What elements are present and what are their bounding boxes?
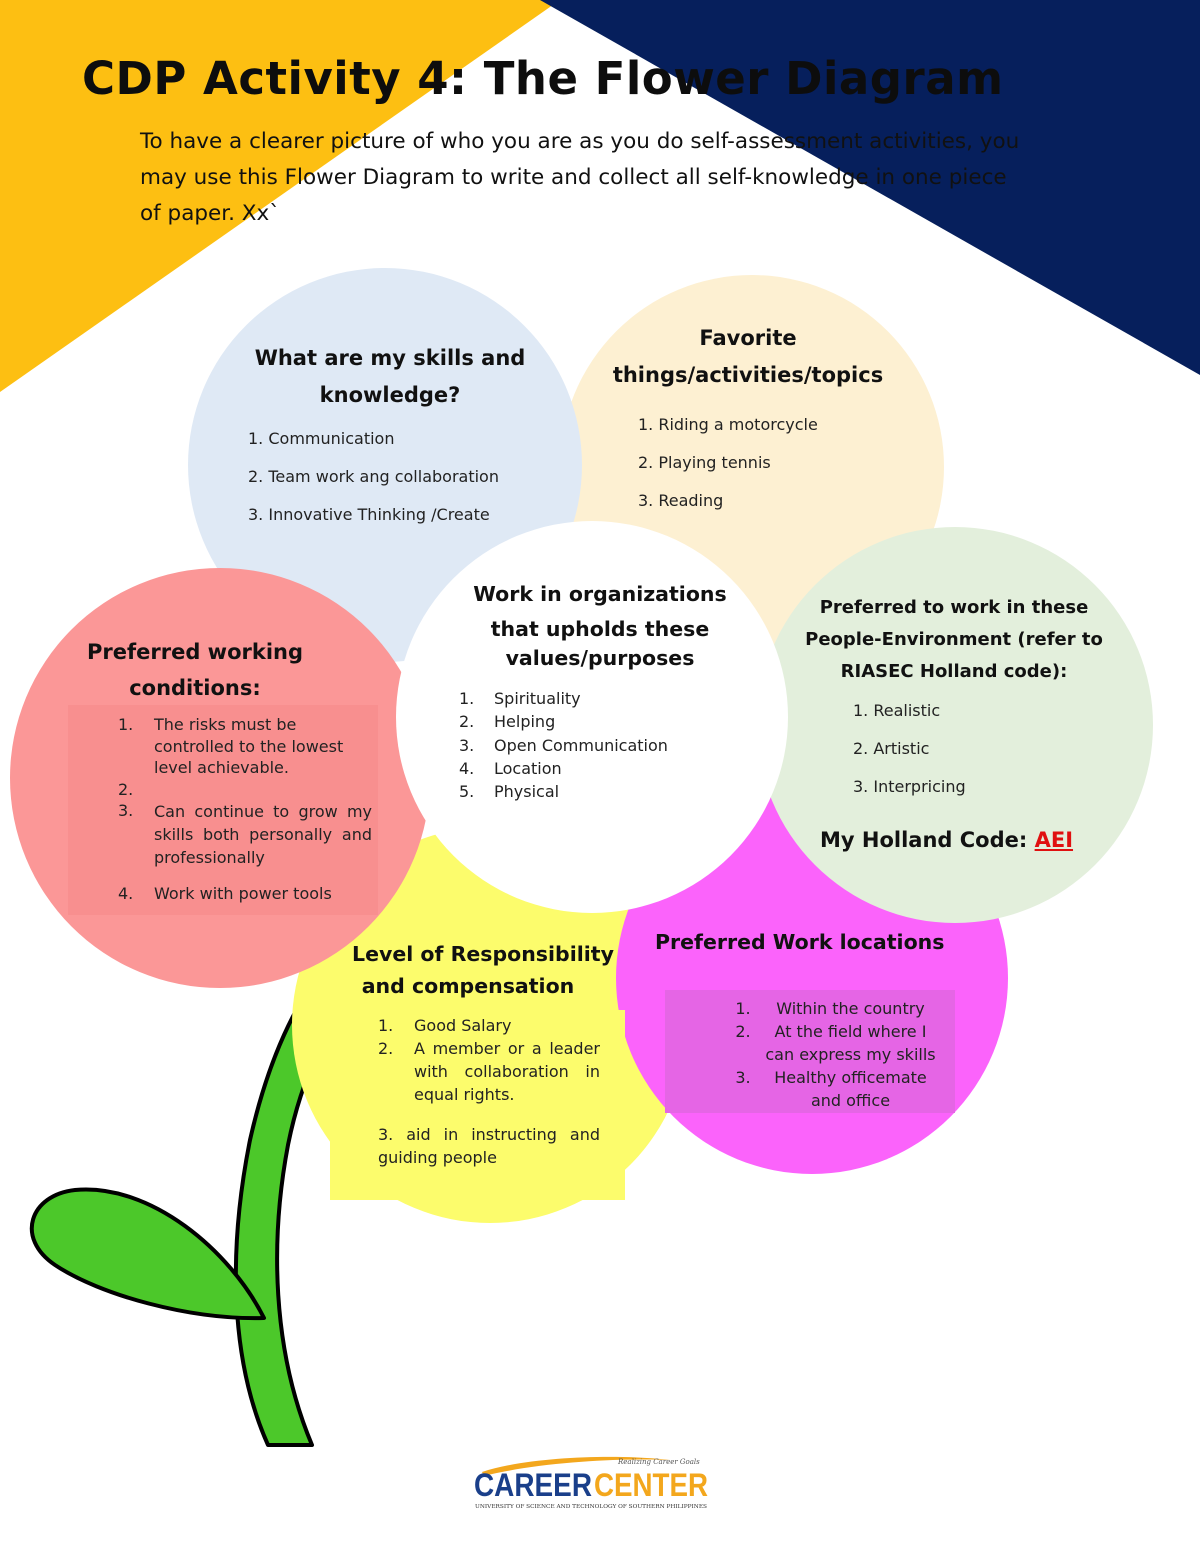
conditions-heading: Preferred working conditions: [87, 640, 303, 700]
logo-text-career: CAREER [474, 1467, 592, 1503]
riasec-heading: Preferred to work in these People-Enviro… [805, 597, 1103, 682]
logo-subtitle: UNIVERSITY OF SCIENCE AND TECHNOLOGY OF … [475, 1504, 707, 1510]
list-item: 2.Helping [459, 712, 556, 732]
list-item: 1.Spirituality [459, 689, 581, 708]
list-item: 2.At the field where I can express my sk… [735, 1022, 936, 1064]
flower-leaf [29, 1187, 266, 1321]
list-item: 1. Communication [248, 429, 395, 448]
holland-code-value: AEI [1034, 828, 1074, 852]
conditions-textbox [68, 705, 378, 915]
list-item: 4.Location [459, 758, 562, 778]
center-list: 1.Spirituality 2.Helping 3.Open Communic… [459, 687, 699, 803]
list-item: 1. Realistic [853, 701, 941, 720]
locations-heading: Preferred Work locations [655, 930, 945, 954]
responsibility-extra-item: 3. aid in instructing and guiding people [378, 1125, 600, 1167]
skills-list: 1. Communication 2. Team work ang collab… [248, 420, 499, 534]
career-center-logo: Realizing Career Goals CAREER CENTER UNI… [470, 1452, 720, 1516]
list-item: 1.Within the country [735, 999, 925, 1018]
holland-code-label: My Holland Code: [820, 828, 1035, 852]
locations-list: 1.Within the country 2.At the field wher… [728, 997, 943, 1112]
list-item: 1.Good Salary [378, 1016, 512, 1035]
favorites-heading: Favorite things/activities/topics [612, 326, 884, 387]
list-item: 2. [118, 779, 134, 799]
list-item: 1. Riding a motorcycle [638, 415, 818, 434]
petal-riasec [757, 527, 1153, 923]
list-item: 2. Playing tennis [638, 453, 771, 472]
list-item: 2. Team work ang collaboration [248, 467, 499, 486]
navy-banner [540, 0, 1200, 375]
logo-swoosh [482, 1456, 670, 1476]
list-item: 2. Artistic [853, 739, 930, 758]
yellow-banner [0, 0, 560, 392]
center-heading: Work in organizations that upholds these… [473, 582, 727, 670]
favorites-list: 1. Riding a motorcycle 2. Playing tennis… [638, 406, 818, 520]
list-item: 3.Open Communication [459, 735, 668, 755]
list-item: 5.Physical [459, 782, 560, 802]
list-item: 1.The risks must be controlled to the lo… [118, 715, 344, 777]
list-item: 3.Can continue to grow my skills both pe… [118, 801, 372, 867]
responsibility-list: 1.Good Salary 2.A member or a leader wit… [378, 1014, 600, 1106]
list-item: 3. Interpricing [853, 777, 966, 796]
career-center-logo-graphic: Realizing Career Goals CAREER CENTER UNI… [474, 1456, 708, 1510]
list-item: 4.Work with power tools [118, 884, 332, 903]
holland-code: My Holland Code: AEI [820, 828, 1073, 852]
flower-center [396, 521, 788, 913]
skills-heading: What are my skills and knowledge? [254, 346, 526, 407]
conditions-list: 1.The risks must be controlled to the lo… [118, 714, 372, 905]
riasec-list: 1. Realistic 2. Artistic 3. Interpricing [853, 692, 966, 806]
locations-textbox [665, 990, 955, 1113]
logo-tagline: Realizing Career Goals [617, 1458, 700, 1466]
responsibility-heading: Level of Responsibility and compensation [352, 942, 614, 998]
list-item: 2.A member or a leader with collaboratio… [378, 1039, 600, 1104]
list-item: 3.Healthy officemate and office [735, 1068, 927, 1110]
list-item: 3. Reading [638, 491, 724, 510]
list-item: 3. Innovative Thinking /Create [248, 505, 490, 524]
page-title: CDP Activity 4: The Flower Diagram [82, 52, 1004, 105]
logo-text-center: CENTER [594, 1467, 708, 1503]
intro-text: To have a clearer picture of who you are… [140, 129, 1020, 226]
responsibility-textbox [330, 1010, 625, 1200]
